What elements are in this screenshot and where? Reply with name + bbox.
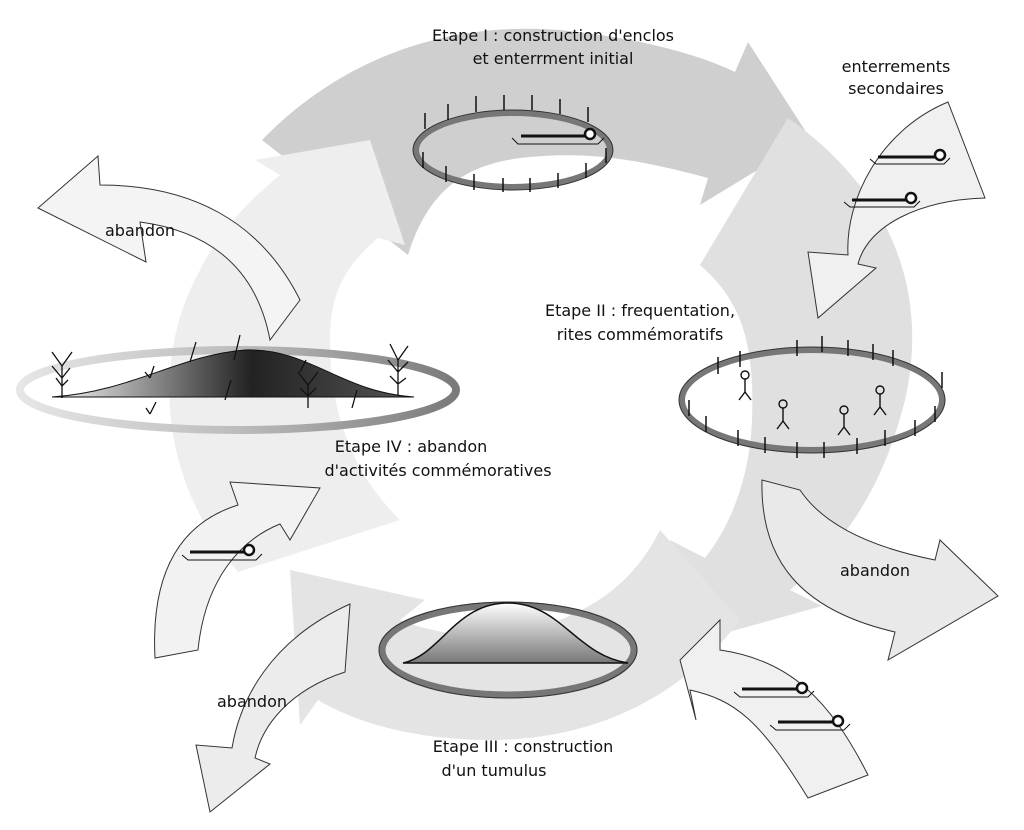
person-icon <box>738 370 752 401</box>
stage1-enclosure <box>412 95 614 192</box>
abandon-label-bottom-left: abandon <box>217 692 287 711</box>
person-icon <box>873 385 887 416</box>
stage4-label-line1: Etape IV : abandon <box>335 437 488 456</box>
secondary-burials-label-line2: secondaires <box>848 79 944 98</box>
stage4-label-line2: d'activités commémoratives <box>324 461 551 480</box>
stage3-tumulus <box>378 601 638 699</box>
stage3-label-line2: d'un tumulus <box>442 761 547 780</box>
stage1-label-line1: Etape I : construction d'enclos <box>432 26 674 45</box>
burial-icon <box>181 543 263 561</box>
burial-arrow-left <box>154 481 321 659</box>
abandon-label-top-left: abandon <box>105 221 175 240</box>
abandon-arrow-top-left <box>37 154 301 342</box>
person-icon <box>837 405 851 436</box>
bottom-right-arrow <box>679 618 869 799</box>
burial-icon <box>843 191 921 208</box>
cycle-arrow-top <box>262 28 810 255</box>
burial-icon <box>733 681 815 698</box>
abandon-arrow-bottom-left <box>195 603 351 813</box>
burial-icon <box>869 148 951 165</box>
burial-icon <box>769 714 851 731</box>
stage4-overgrown-mound <box>16 334 460 434</box>
person-icon <box>776 399 790 430</box>
abandon-arrow-right <box>761 479 999 662</box>
stage2-label-line1: Etape II : frequentation, <box>545 301 735 320</box>
stage3-label-line1: Etape III : construction <box>433 737 614 756</box>
stage1-label-line2: et enterrment initial <box>473 49 634 68</box>
stage2-label-line2: rites commémoratifs <box>557 325 724 344</box>
abandon-label-right: abandon <box>840 561 910 580</box>
burial-icon <box>511 127 605 145</box>
stage2-enclosure <box>678 336 946 458</box>
secondary-burials-label-line1: enterrements <box>842 57 951 76</box>
